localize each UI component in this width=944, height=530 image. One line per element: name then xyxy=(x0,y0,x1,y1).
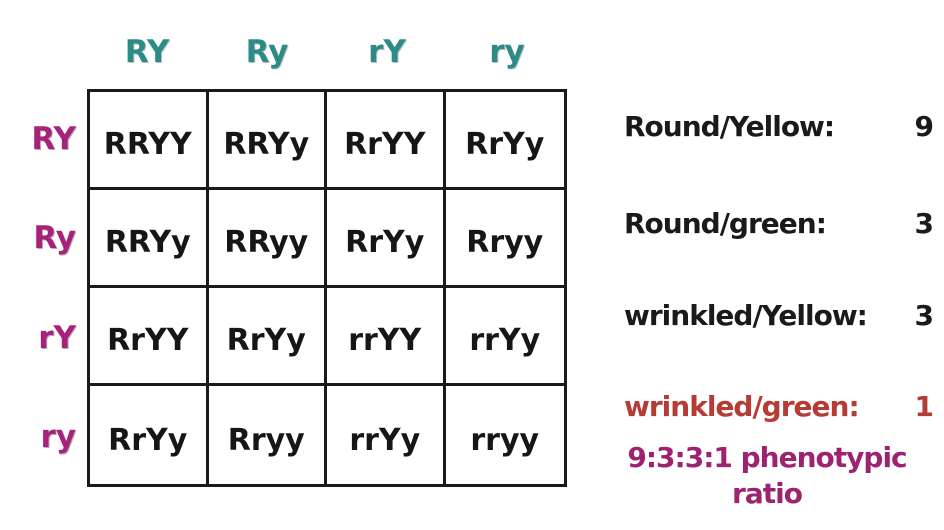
ratio-line-2: ratio xyxy=(732,477,803,510)
punnett-cell: rryy xyxy=(470,422,540,458)
row-header-RY: RY xyxy=(31,120,76,157)
phenotype-count: 3 xyxy=(914,298,934,332)
punnett-cell: rrYY xyxy=(327,288,446,386)
column-header-ry: ry xyxy=(489,34,525,70)
punnett-cell: RrYy xyxy=(327,190,446,288)
phenotype-count: 9 xyxy=(914,109,934,143)
row-header-rY: rY xyxy=(38,319,76,356)
phenotype-line-wrinkled-green: wrinkled/green: 1 xyxy=(624,386,934,426)
punnett-cell: RRYY xyxy=(90,92,209,190)
punnett-cell: RrYY xyxy=(90,288,209,386)
ratio-note: 9:3:3:1 phenotypic ratio xyxy=(600,440,934,512)
punnett-cell: RrYy xyxy=(445,92,564,190)
phenotype-line-round-green: Round/green: 3 xyxy=(624,203,934,243)
phenotype-count: 1 xyxy=(914,389,934,423)
punnett-cell: rrYy xyxy=(445,288,564,386)
column-header-Ry: Ry xyxy=(245,34,289,70)
phenotype-label: wrinkled/Yellow: xyxy=(624,298,868,332)
column-header-RY: RY xyxy=(124,34,170,70)
punnett-cell: RrYy xyxy=(208,288,327,386)
punnett-cell: RrYY xyxy=(327,92,446,190)
phenotype-label: Round/green: xyxy=(624,206,827,240)
phenotype-line-wrinkled-yellow: wrinkled/Yellow: 3 xyxy=(624,295,934,335)
phenotype-label: Round/Yellow: xyxy=(624,109,835,143)
ratio-line-1: 9:3:3:1 phenotypic xyxy=(627,441,907,474)
phenotype-count: 3 xyxy=(914,206,934,240)
column-header-rY: rY xyxy=(368,34,406,70)
punnett-cell: Rryy xyxy=(209,386,327,484)
punnett-cell: Rryy xyxy=(445,190,564,288)
row-header-Ry: Ry xyxy=(33,220,76,257)
punnett-cell: RRYy xyxy=(208,92,327,190)
punnett-cell: rrYy xyxy=(327,386,446,484)
phenotype-label: wrinkled/green: xyxy=(624,389,860,423)
row-headers: RY Ry rY ry xyxy=(14,89,80,487)
punnett-grid: RRYY RRYy RrYY RrYy RRYy RRyy RrYy Rryy … xyxy=(87,89,567,487)
punnett-cell: RRyy xyxy=(208,190,327,288)
phenotype-line-round-yellow: Round/Yellow: 9 xyxy=(624,106,934,146)
column-headers: RY Ry rY ry xyxy=(87,28,567,76)
punnett-cell: RrYy xyxy=(90,386,209,484)
row-header-ry: ry xyxy=(40,419,77,456)
punnett-cell: RRYy xyxy=(90,190,209,288)
